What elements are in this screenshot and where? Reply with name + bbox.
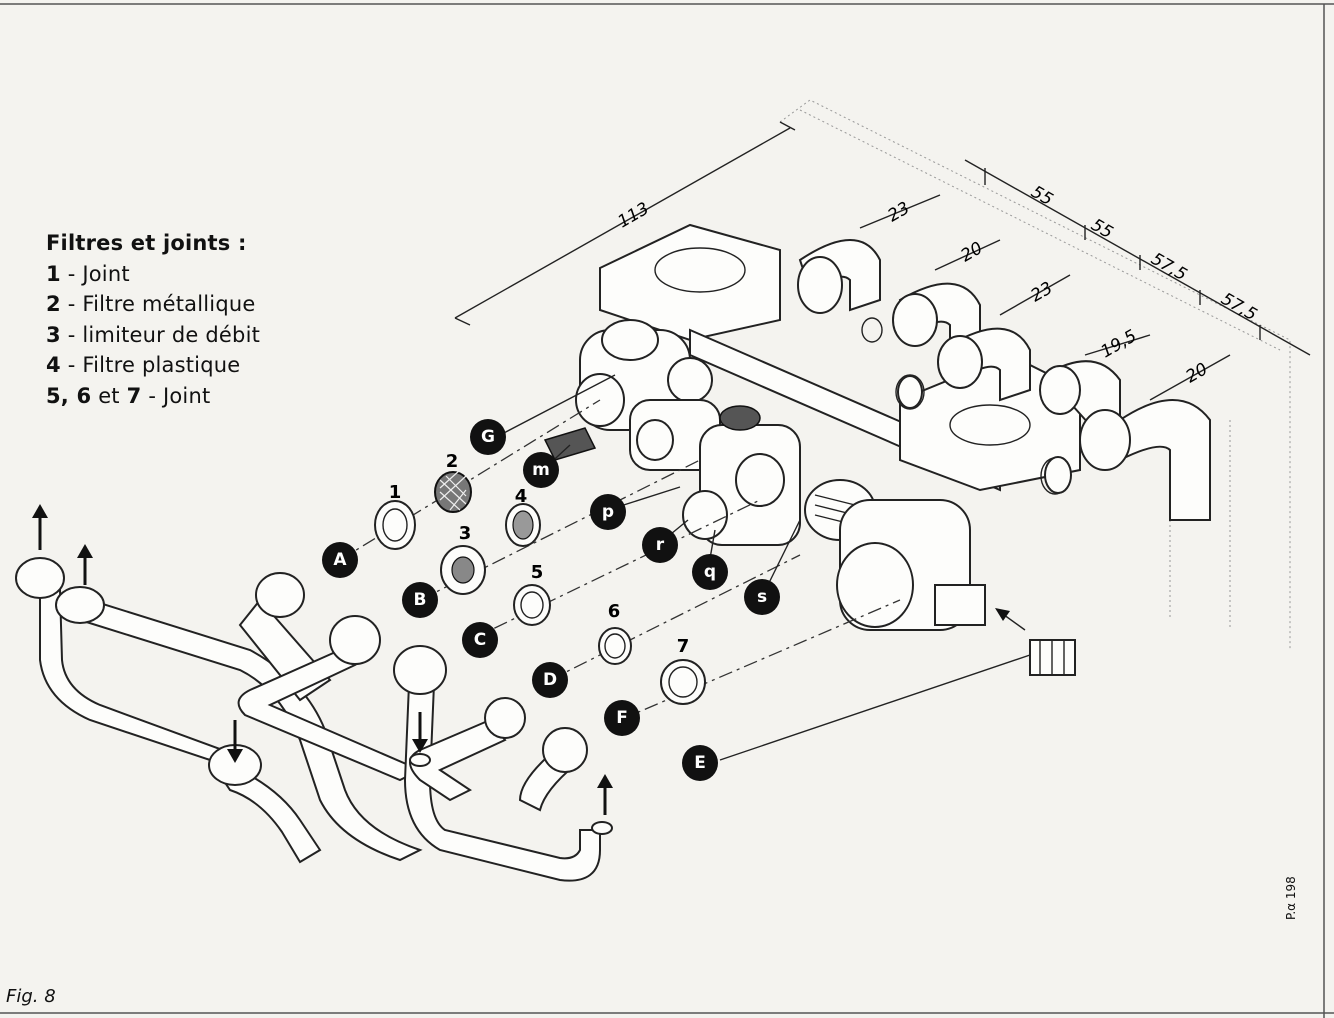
legend: Filtres et joints : 1 - Joint 2 - Filtre… xyxy=(46,228,260,411)
part-number-4: 4 xyxy=(515,486,528,507)
part-number-2: 2 xyxy=(446,451,459,472)
letter-label-s: s xyxy=(744,579,780,615)
legend-item-5: 5, 6 et 7 - Joint xyxy=(46,383,211,408)
dim-23-a: 23 xyxy=(885,198,914,226)
letter-label-r: r xyxy=(642,527,678,563)
dimension-lines xyxy=(454,121,1311,401)
mounting-plate xyxy=(599,223,1081,492)
elbow-fittings xyxy=(797,239,1211,521)
svg-text:A: A xyxy=(333,550,347,570)
svg-text:m: m xyxy=(532,460,550,480)
letter-label-D: D xyxy=(532,662,568,698)
legend-item-1: 1 - Joint xyxy=(46,261,130,286)
pipe-C xyxy=(207,572,332,864)
svg-text:F: F xyxy=(616,708,628,728)
flow-arrows xyxy=(32,504,613,815)
legend-item-2: 2 - Filtre métallique xyxy=(46,292,256,316)
legend-item-4: 4 - Filtre plastique xyxy=(46,353,241,377)
flow-limiter-3: 3 xyxy=(440,523,486,595)
letter-label-q: q xyxy=(692,554,728,590)
dim-23-b: 23 xyxy=(1028,278,1057,306)
dim-20-b: 20 xyxy=(1183,359,1212,387)
svg-text:B: B xyxy=(414,590,427,610)
part-number-7: 7 xyxy=(677,636,690,657)
svg-text:s: s xyxy=(757,587,767,607)
letter-label-A: A xyxy=(322,542,358,578)
pipe-A xyxy=(15,557,252,772)
dim-19-5: 19,5 xyxy=(1098,326,1141,362)
svg-text:E: E xyxy=(694,753,706,773)
connector-E xyxy=(719,639,1076,761)
part-number-3: 3 xyxy=(459,523,472,544)
gasket-6: 6 xyxy=(598,601,632,665)
legend-title: Filtres et joints : xyxy=(46,231,247,255)
arrow-connector xyxy=(995,608,1026,631)
metal-filter-2: 2 xyxy=(434,451,472,513)
svg-text:r: r xyxy=(656,535,665,555)
plastic-filter-4: 4 xyxy=(505,486,541,547)
dim-55-a: 55 xyxy=(1028,182,1057,210)
part-number-5: 5 xyxy=(531,562,544,583)
letter-label-p: p xyxy=(590,494,626,530)
svg-text:D: D xyxy=(543,670,557,690)
gasket-7: 7 xyxy=(660,636,706,705)
dim-57-5-b: 57,5 xyxy=(1218,289,1261,325)
explode-axis-lines xyxy=(339,399,901,721)
part-number-1: 1 xyxy=(389,482,402,503)
pipe-E xyxy=(393,645,613,882)
legend-item-3: 3 - limiteur de débit xyxy=(46,322,261,347)
dim-55-b: 55 xyxy=(1088,215,1117,243)
small-gaskets xyxy=(897,375,1072,494)
letter-label-B: B xyxy=(402,582,438,618)
valve-block-p-q-r-s xyxy=(682,405,801,546)
page-reference: P.α 198 xyxy=(1284,876,1298,920)
svg-text:p: p xyxy=(602,502,614,522)
gasket-5: 5 xyxy=(513,562,551,626)
letter-label-C: C xyxy=(462,622,498,658)
svg-text:C: C xyxy=(474,630,486,650)
letter-label-E: E xyxy=(682,745,718,781)
letter-label-m: m xyxy=(523,452,559,488)
valve-block-m xyxy=(543,399,721,471)
pipe-F xyxy=(409,697,588,812)
svg-text:q: q xyxy=(704,562,716,582)
dim-20-a: 20 xyxy=(958,238,987,266)
gasket-1: 1 xyxy=(374,482,416,550)
figure-caption: Fig. 8 xyxy=(6,986,56,1007)
letter-label-F: F xyxy=(604,700,640,736)
dim-57-5-a: 57,5 xyxy=(1148,249,1191,285)
part-number-6: 6 xyxy=(608,601,621,622)
letter-label-G: G xyxy=(470,419,506,455)
svg-text:G: G xyxy=(481,427,495,447)
pipe-D xyxy=(237,615,423,782)
motor-block xyxy=(836,499,986,631)
dim-113: 113 xyxy=(615,199,653,233)
